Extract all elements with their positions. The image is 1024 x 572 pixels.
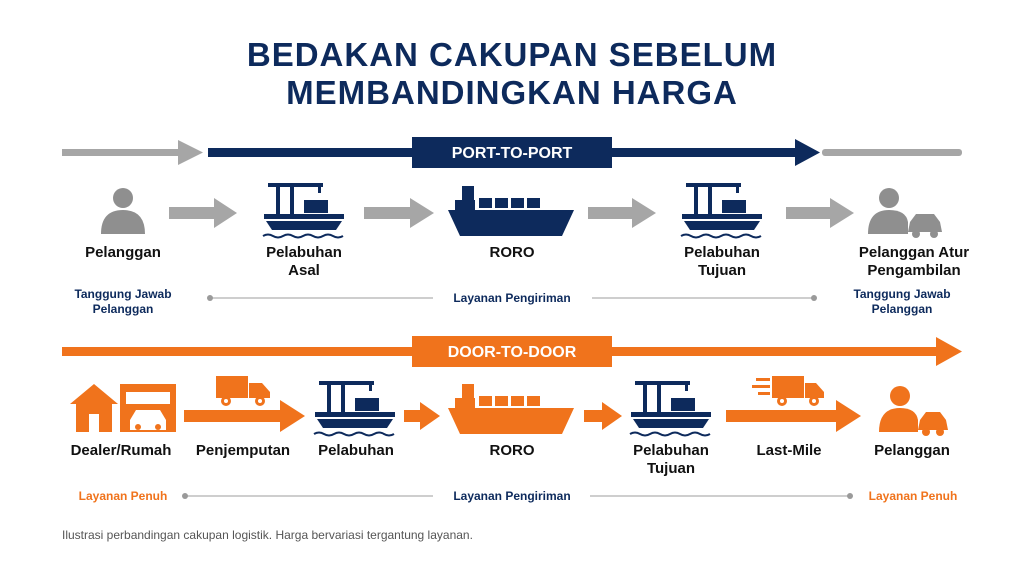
step-label-line: RORO [489, 442, 535, 459]
orange-arrow-head [936, 337, 962, 366]
step-label-port: Pelabuhan [296, 442, 416, 460]
ship-icon [448, 384, 574, 434]
caption: Ilustrasi perbandingan cakupan logistik.… [62, 528, 473, 542]
step-label-line: Pelanggan Atur [858, 244, 970, 261]
port-service-label: Layanan Pengiriman [453, 291, 570, 305]
port-crane-icon [313, 381, 395, 437]
step-label-line: Tujuan [646, 460, 696, 477]
person-icon [101, 188, 145, 234]
port-to-port-label: PORT-TO-PORT [452, 145, 573, 162]
port-to-port-banner: PORT-TO-PORT [412, 137, 612, 168]
step-label-dealer-home: Dealer/Rumah [56, 442, 186, 460]
step-label-line: Penjemputan [195, 442, 291, 459]
step-label-customer-door: Pelanggan [852, 442, 972, 460]
flow-arrow [364, 198, 434, 228]
person-car-icon [868, 188, 942, 238]
fast-truck-icon [752, 376, 824, 406]
step-label-roro-door: RORO [452, 442, 572, 460]
gray-line-right [822, 149, 962, 156]
step-label-pickup: Penjemputan [183, 442, 303, 460]
note-line: Pelanggan [871, 302, 933, 316]
step-label-customer-pickup: Pelanggan Atur Pengambilan [834, 244, 994, 280]
full-service-right: Layanan Penuh [868, 489, 958, 503]
port-crane-icon [629, 381, 711, 437]
step-label-customer: Pelanggan [63, 244, 183, 262]
page-title: BEDAKAN CAKUPAN SEBELUM MEMBANDINGKAN HA… [0, 36, 1024, 112]
step-label-line: Asal [288, 262, 320, 279]
flow-arrow [584, 402, 622, 430]
step-label-line: Tujuan [697, 262, 747, 279]
gray-arrow-left [62, 140, 203, 165]
title-line-2: MEMBANDINGKAN HARGA [286, 74, 738, 111]
flow-arrow [786, 198, 854, 228]
step-label-line: Pelabuhan [633, 442, 709, 459]
door-to-door-label: DOOR-TO-DOOR [448, 344, 577, 361]
door-service-line: Layanan Pengiriman [182, 489, 853, 503]
step-label-roro: RORO [452, 244, 572, 262]
port-crane-icon [680, 183, 762, 239]
door-to-door-timeline: DOOR-TO-DOOR [62, 336, 962, 367]
flow-arrow [169, 198, 237, 228]
flow-arrow [184, 400, 305, 432]
port-service-line: Layanan Pengiriman [207, 291, 817, 305]
step-label-line: Pelanggan [85, 244, 161, 261]
step-label-line: Pengambilan [867, 262, 961, 279]
door-to-door-banner: DOOR-TO-DOOR [412, 336, 612, 367]
customer-responsibility-right: Tanggung Jawab Pelanggan [837, 287, 967, 317]
flow-arrow [588, 198, 656, 228]
step-label-line: RORO [489, 244, 535, 261]
house-garage-icon [70, 384, 176, 432]
step-label-destination-port: Pelabuhan Tujuan [662, 244, 782, 280]
full-service-left: Layanan Penuh [78, 489, 168, 503]
flow-arrow [726, 400, 861, 432]
ship-icon [448, 186, 574, 236]
step-label-line: Pelabuhan [684, 244, 760, 261]
flow-arrow [404, 402, 440, 430]
step-label-destination-port-door: Pelabuhan Tujuan [611, 442, 731, 478]
title-line-1: BEDAKAN CAKUPAN SEBELUM [246, 36, 778, 73]
door-service-label: Layanan Pengiriman [453, 489, 570, 503]
truck-icon [216, 376, 270, 406]
port-to-port-timeline: PORT-TO-PORT [62, 137, 962, 168]
step-label-line: Pelanggan [874, 442, 950, 459]
step-label-line: Pelabuhan [266, 244, 342, 261]
step-label-line: Last-Mile [756, 442, 822, 459]
step-label-line: Dealer/Rumah [70, 442, 172, 459]
step-label-line: Pelabuhan [318, 442, 394, 459]
customer-responsibility-left: Tanggung Jawab Pelanggan [58, 287, 188, 317]
person-car-icon [879, 386, 948, 436]
port-crane-icon [262, 183, 344, 239]
note-line: Pelanggan [92, 302, 154, 316]
step-label-origin-port: Pelabuhan Asal [244, 244, 364, 280]
note-line: Tanggung Jawab [853, 287, 951, 301]
note-line: Tanggung Jawab [74, 287, 172, 301]
step-label-last-mile: Last-Mile [729, 442, 849, 460]
